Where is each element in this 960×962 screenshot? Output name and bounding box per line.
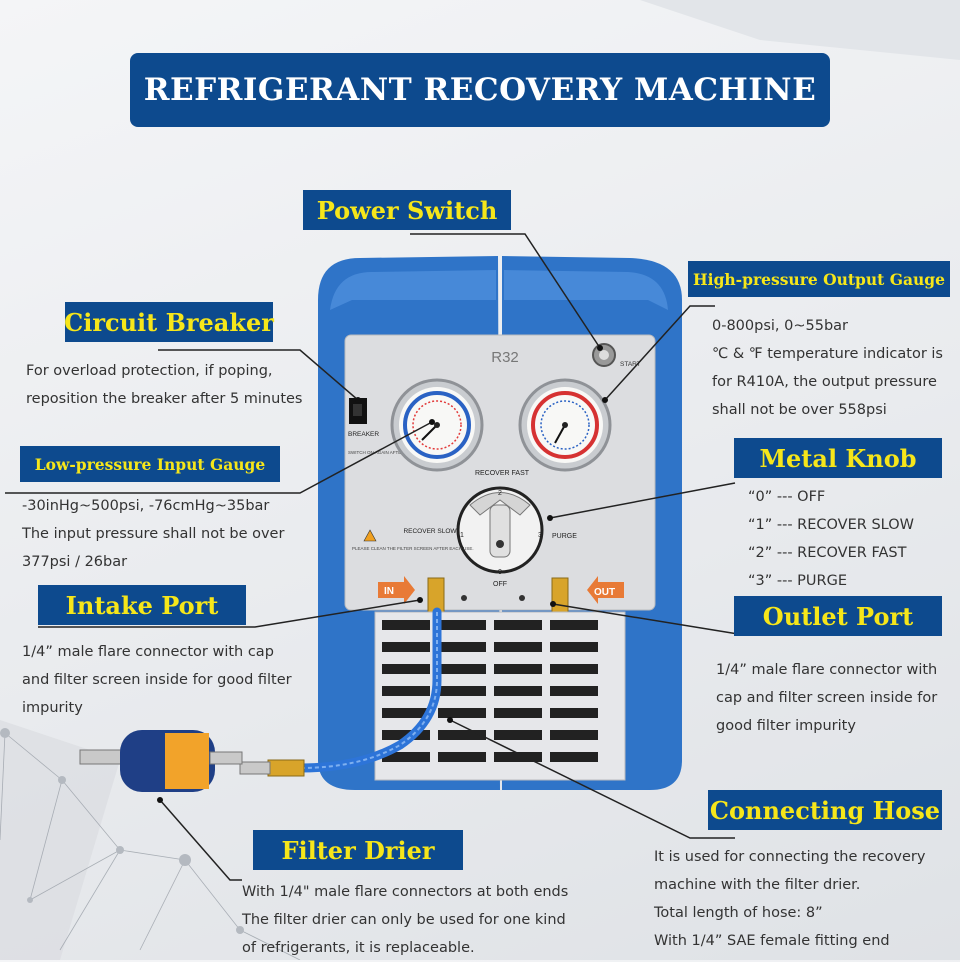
high-pressure-gauge-description: 0-800psi, 0~55bar ℃ & ℉ temperature indi… xyxy=(712,318,943,418)
knob-recover-fast-label: RECOVER FAST xyxy=(475,470,530,477)
low-pressure-gauge xyxy=(390,378,484,472)
warning-icon xyxy=(363,529,377,542)
model-label: R32 xyxy=(491,349,519,366)
power-switch-label: Power Switch xyxy=(303,190,511,230)
knob-position-2: 2 xyxy=(498,490,502,497)
circuit-breaker-description: For overload protection, if poping, repo… xyxy=(26,363,303,407)
intake-port-label: Intake Port xyxy=(38,585,246,625)
filter-drier-description: With 1/4" male flare connectors at both … xyxy=(242,884,569,956)
high-pressure-gauge-label: High-pressure Output Gauge xyxy=(688,261,950,297)
knob-position-1: 1 xyxy=(460,532,464,539)
high-pressure-gauge xyxy=(518,378,612,472)
connecting-hose-description: It is used for connecting the recovery m… xyxy=(654,849,926,949)
low-pressure-gauge-description: -30inHg~500psi, -76cmHg~35bar The input … xyxy=(22,498,285,570)
start-label: START xyxy=(620,361,641,368)
svg-text:IN: IN xyxy=(384,586,394,597)
knob-off-label: OFF xyxy=(493,581,507,588)
knob-position-0: 0 xyxy=(498,569,502,576)
metal-knob-label: Metal Knob xyxy=(734,438,942,478)
knob-position-3: 3 xyxy=(538,532,542,539)
knob-purge-label: PURGE xyxy=(552,533,577,540)
breaker-label: BREAKER xyxy=(348,431,379,438)
filter-note: PLEASE CLEAN THE FILTER SCREEN AFTER EAC… xyxy=(352,546,474,551)
filter-drier-label: Filter Drier xyxy=(253,830,463,870)
metal-knob-description: “0” --- OFF “1” --- RECOVER SLOW “2” ---… xyxy=(748,489,914,589)
svg-text:OUT: OUT xyxy=(594,587,615,598)
circuit-breaker-label: Circuit Breaker xyxy=(64,302,274,342)
knob-recover-slow-label: RECOVER SLOW xyxy=(403,528,457,535)
in-arrow-icon xyxy=(378,576,415,604)
filter-drier xyxy=(79,730,243,792)
out-arrow-icon xyxy=(587,576,624,604)
outlet-port-label: Outlet Port xyxy=(734,596,942,636)
low-pressure-gauge-label: Low-pressure Input Gauge xyxy=(20,446,280,482)
page-title: REFRIGERANT RECOVERY MACHINE xyxy=(130,53,830,127)
metal-knob xyxy=(456,486,544,574)
intake-port-description: 1/4” male flare connector with cap and f… xyxy=(22,644,292,716)
outlet-port-description: 1/4” male flare connector with cap and f… xyxy=(716,662,938,734)
connecting-hose-label: Connecting Hose xyxy=(708,790,942,830)
